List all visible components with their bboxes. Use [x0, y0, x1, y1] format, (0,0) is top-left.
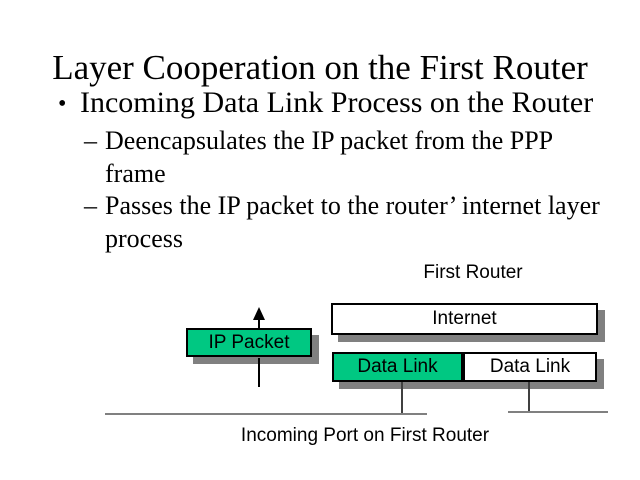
first-router-label: First Router: [423, 262, 523, 283]
sub-bullet-text: Passes the IP packet to the router’ inte…: [105, 189, 600, 255]
connector-line-right: [528, 382, 530, 413]
data-link-incoming-box: Data Link: [332, 352, 463, 382]
arrow-shaft-upper: [258, 319, 260, 329]
sub-bullet-line: Deencapsulates the IP packet from the PP…: [105, 126, 554, 155]
data-link-outgoing-label: Data Link: [489, 356, 571, 377]
connector-line-left: [401, 382, 403, 414]
sub-bullet-passes: – Passes the IP packet to the router’ in…: [84, 189, 600, 255]
bullet-text: Incoming Data Link Process on the Router: [80, 86, 594, 119]
sub-bullet-line: frame: [105, 159, 166, 188]
arrow-shaft-lower: [258, 358, 260, 387]
internet-layer-label: Internet: [432, 308, 497, 329]
data-link-outgoing-box: Data Link: [463, 352, 597, 382]
bullet-dot-icon: •: [58, 91, 67, 117]
sub-bullet-deencapsulates: – Deencapsulates the IP packet from the …: [84, 124, 553, 190]
up-arrow-icon: [253, 307, 265, 320]
dash-icon: –: [84, 191, 97, 220]
incoming-port-caption: Incoming Port on First Router: [240, 425, 490, 446]
slide-title: Layer Cooperation on the First Router: [52, 48, 588, 87]
data-link-incoming-label: Data Link: [357, 356, 438, 377]
sub-bullet-text: Deencapsulates the IP packet from the PP…: [105, 124, 553, 190]
incoming-wire-line: [105, 413, 427, 415]
internet-layer-box: Internet: [331, 303, 598, 335]
ip-packet-label: IP Packet: [208, 331, 290, 353]
ip-packet-box: IP Packet: [186, 328, 312, 357]
dash-icon: –: [84, 126, 97, 155]
sub-bullet-line: Passes the IP packet to the router’ inte…: [105, 191, 600, 220]
outgoing-wire-line: [508, 411, 608, 413]
bullet-item: • Incoming Data Link Process on the Rout…: [58, 85, 593, 123]
sub-bullet-line: process: [105, 224, 183, 253]
